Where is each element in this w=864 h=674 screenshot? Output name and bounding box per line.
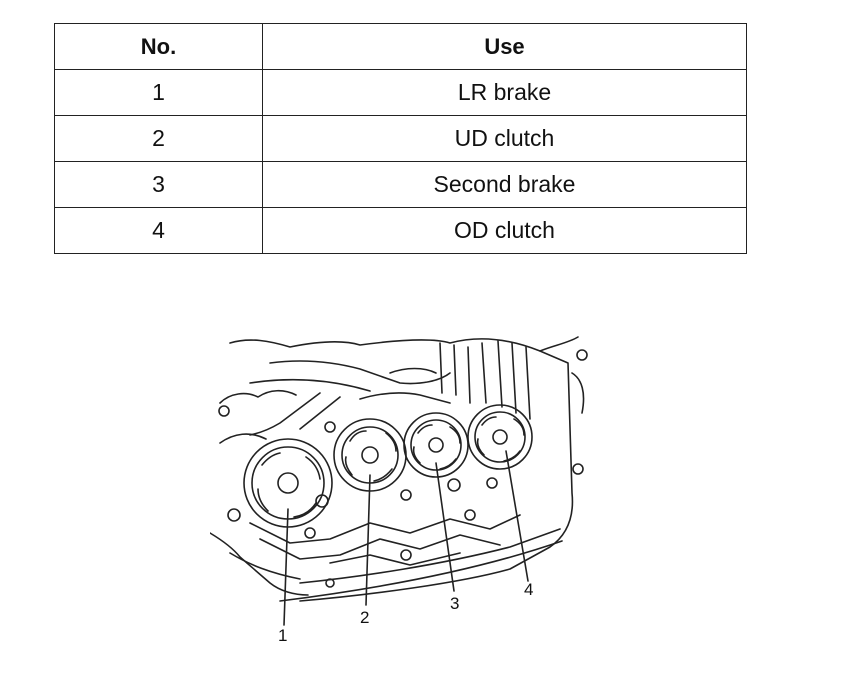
header-use: Use <box>262 23 747 70</box>
accumulator-4 <box>467 404 533 470</box>
cell-no: 2 <box>54 115 263 162</box>
leader-line-2 <box>365 474 371 606</box>
cell-use: UD clutch <box>262 115 747 162</box>
valve-body-illustration: 1 2 3 4 <box>210 333 630 663</box>
callout-2: 2 <box>360 608 369 627</box>
leader-line-1 <box>283 508 289 626</box>
table-row: 2 UD clutch <box>54 115 747 162</box>
cell-no: 4 <box>54 207 263 254</box>
callout-4: 4 <box>524 580 533 599</box>
accumulator-3 <box>403 412 469 478</box>
cell-no: 3 <box>54 161 263 208</box>
table-row: 4 OD clutch <box>54 207 747 254</box>
table-header-row: No. Use <box>54 23 747 70</box>
cell-use: OD clutch <box>262 207 747 254</box>
callout-1: 1 <box>278 626 287 645</box>
callout-3: 3 <box>450 594 459 613</box>
cell-use: Second brake <box>262 161 747 208</box>
valve-body-drawing: 1 2 3 4 <box>210 336 588 645</box>
cell-use: LR brake <box>262 69 747 116</box>
cell-no: 1 <box>54 69 263 116</box>
header-no: No. <box>54 23 263 70</box>
table-row: 1 LR brake <box>54 69 747 116</box>
leader-line-3 <box>435 462 455 592</box>
table-row: 3 Second brake <box>54 161 747 208</box>
leader-line-4 <box>505 450 529 582</box>
use-table: No. Use 1 LR brake 2 UD clutch 3 Second … <box>54 23 747 254</box>
